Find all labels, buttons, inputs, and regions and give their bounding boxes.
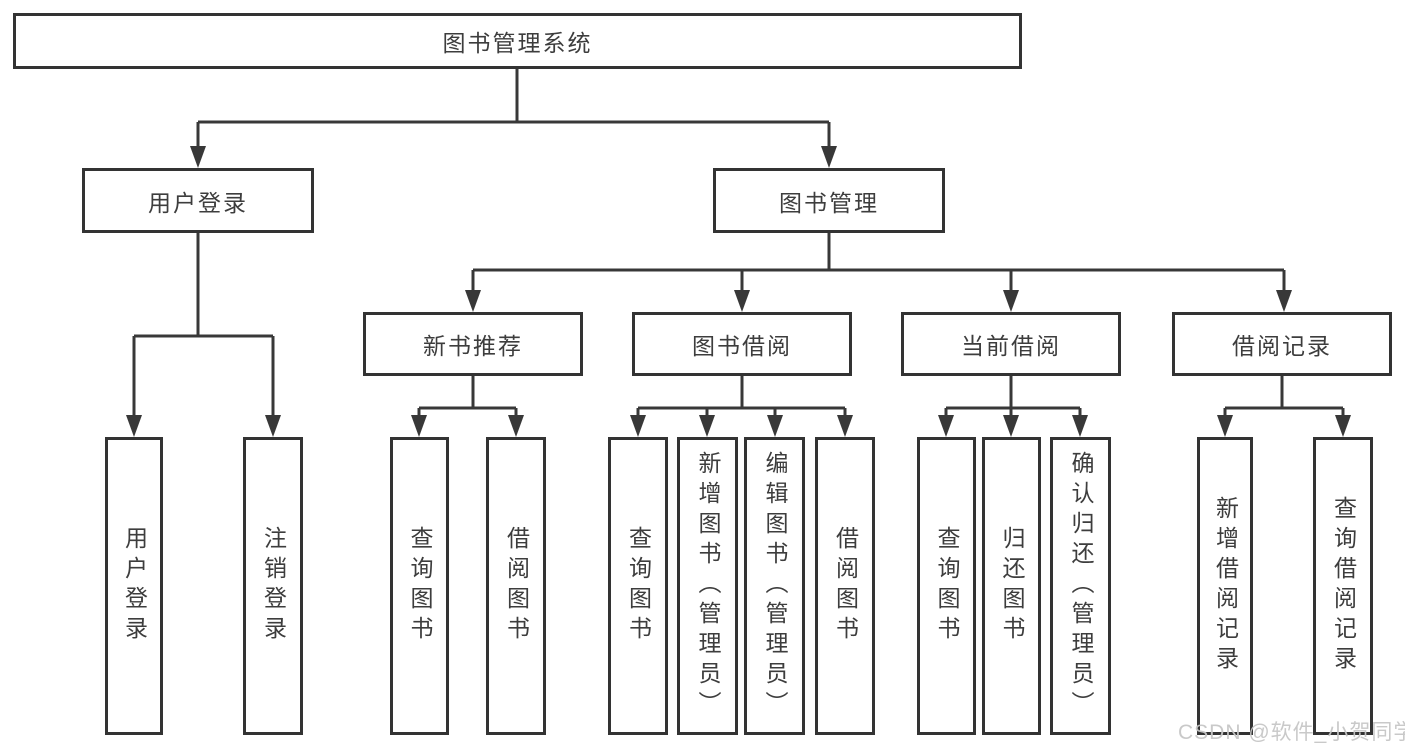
- connector-book-borrow-to-leaves: [636, 376, 847, 419]
- node-new-book-recommend: 新书推荐: [363, 312, 583, 376]
- node-leaf-edit-books-admin: 编辑图书（管理员）: [744, 437, 805, 735]
- arrow-to-leaf-bb-borrow: [837, 415, 853, 437]
- node-leaf-edit-books-admin-label: 编辑图书（管理员）: [762, 451, 788, 721]
- connector-new-book-rec-to-leaves: [417, 376, 518, 419]
- node-current-borrow: 当前借阅: [901, 312, 1121, 376]
- node-borrow-records: 借阅记录: [1172, 312, 1392, 376]
- node-book-borrow: 图书借阅: [632, 312, 852, 376]
- node-leaf-logout-login-label: 注销登录: [260, 526, 287, 646]
- node-leaf-add-borrow-record-label: 新增借阅记录: [1212, 496, 1239, 676]
- node-leaf-borrow-books-label: 借阅图书: [832, 526, 859, 646]
- arrow-to-leaf-rec-borrow: [508, 415, 524, 437]
- connector-borrow-records-to-leaves: [1223, 376, 1345, 419]
- arrow-to-borrow-records: [1276, 290, 1292, 312]
- connector-book-mgmt-to-level3: [471, 233, 1286, 294]
- node-leaf-logout-login: 注销登录: [243, 437, 303, 735]
- node-book-management: 图书管理: [713, 168, 945, 233]
- node-leaf-confirm-return-admin-label: 确认归还（管理员）: [1068, 451, 1094, 721]
- node-leaf-query-books-borrow-label: 查询图书: [625, 526, 652, 646]
- node-current-borrow-label: 当前借阅: [961, 333, 1061, 359]
- node-borrow-records-label: 借阅记录: [1232, 333, 1332, 359]
- arrow-to-leaf-bb-edit: [767, 415, 783, 437]
- node-leaf-borrow-books-rec: 借阅图书: [486, 437, 546, 735]
- node-new-book-recommend-label: 新书推荐: [423, 333, 523, 359]
- node-leaf-query-books-borrow: 查询图书: [608, 437, 668, 735]
- node-leaf-borrow-books: 借阅图书: [815, 437, 875, 735]
- arrow-to-book-borrow: [734, 290, 750, 312]
- node-leaf-user-login-label: 用户登录: [121, 526, 148, 646]
- arrow-to-current-borrow: [1003, 290, 1019, 312]
- arrow-to-leaf-cb-confirm: [1072, 415, 1088, 437]
- arrow-to-user-login: [190, 146, 206, 168]
- connector-root-to-level2: [196, 69, 831, 150]
- arrow-to-leaf-user-login: [126, 415, 142, 437]
- node-library-system-label: 图书管理系统: [442, 30, 593, 56]
- arrow-to-new-book-rec: [465, 290, 481, 312]
- connector-user-login-to-leaves: [132, 233, 275, 419]
- node-leaf-query-borrow-record: 查询借阅记录: [1313, 437, 1373, 735]
- arrow-to-leaf-rec-query: [411, 415, 427, 437]
- arrow-to-leaf-bb-add: [699, 415, 715, 437]
- csdn-watermark: CSDN @软件_小贺同学: [1178, 721, 1405, 744]
- node-leaf-user-login: 用户登录: [105, 437, 163, 735]
- arrow-to-leaf-query-record: [1335, 415, 1351, 437]
- node-user-login: 用户登录: [82, 168, 314, 233]
- connector-current-borrow-to-leaves: [944, 376, 1082, 419]
- node-leaf-add-books-admin-label: 新增图书（管理员）: [695, 451, 721, 721]
- arrow-to-leaf-add-record: [1217, 415, 1233, 437]
- node-leaf-confirm-return-admin: 确认归还（管理员）: [1050, 437, 1111, 735]
- node-book-management-label: 图书管理: [779, 189, 879, 216]
- node-leaf-query-books-rec-label: 查询图书: [407, 526, 433, 646]
- node-leaf-query-borrow-record-label: 查询借阅记录: [1330, 496, 1357, 676]
- node-leaf-add-borrow-record: 新增借阅记录: [1197, 437, 1253, 735]
- node-leaf-query-books-current-label: 查询图书: [934, 526, 960, 646]
- node-library-system: 图书管理系统: [13, 13, 1022, 69]
- arrow-to-leaf-cb-query: [938, 415, 954, 437]
- node-user-login-label: 用户登录: [148, 189, 248, 216]
- arrow-to-leaf-cb-return: [1003, 415, 1019, 437]
- arrow-to-book-mgmt: [821, 146, 837, 168]
- arrow-to-leaf-bb-query: [630, 415, 646, 437]
- arrow-to-leaf-logout: [265, 415, 281, 437]
- node-leaf-borrow-books-rec-label: 借阅图书: [503, 526, 530, 646]
- node-leaf-return-books-label: 归还图书: [999, 526, 1025, 646]
- node-leaf-return-books: 归还图书: [982, 437, 1041, 735]
- node-book-borrow-label: 图书借阅: [692, 333, 792, 359]
- node-leaf-query-books-current: 查询图书: [917, 437, 976, 735]
- node-leaf-query-books-rec: 查询图书: [390, 437, 449, 735]
- node-leaf-add-books-admin: 新增图书（管理员）: [677, 437, 738, 735]
